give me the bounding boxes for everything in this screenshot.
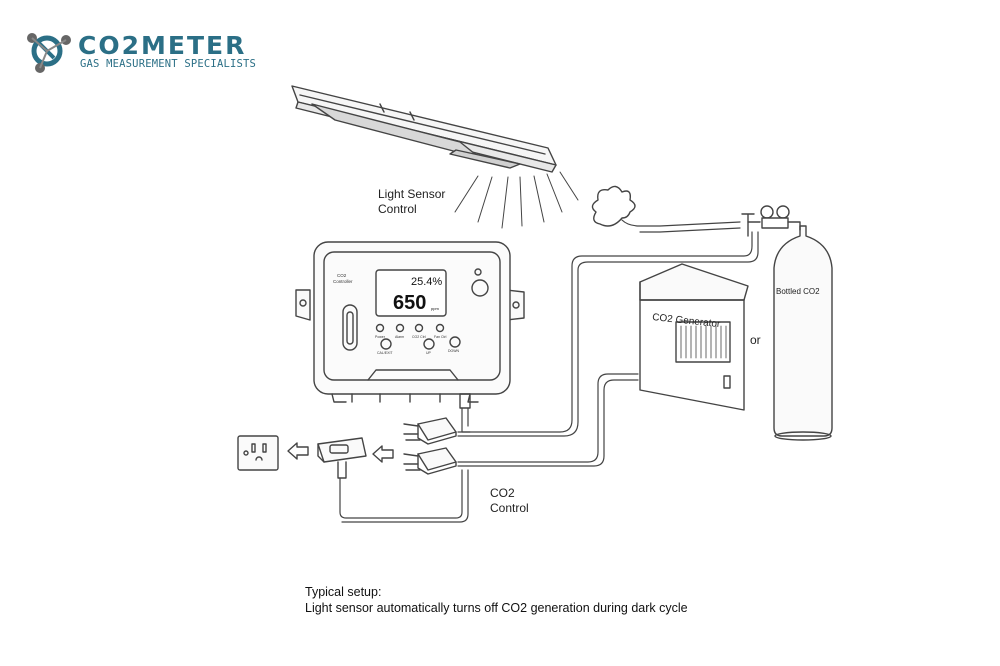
controller-subtitle: Controller [333, 279, 353, 284]
caption: Typical setup: Light sensor automaticall… [305, 584, 688, 616]
plug-co2-control [403, 447, 457, 475]
caption-line1: Typical setup: [305, 585, 382, 599]
wall-outlet-icon [237, 435, 279, 471]
caption-line2: Light sensor automatically turns off CO2… [305, 601, 688, 615]
regulator-icon [741, 205, 801, 237]
co2meter-logo-icon [27, 33, 71, 73]
power-strip [317, 437, 367, 479]
led-label-alarm: Alarm [395, 335, 404, 339]
brand-name: CO2METER [78, 31, 247, 60]
led-label-fan: Fan Ctrl [434, 335, 447, 339]
co2-cylinder-icon [773, 225, 833, 441]
brand-tagline: GAS MEASUREMENT SPECIALISTS [80, 58, 257, 70]
co2-control-label: CO2 Control [490, 486, 529, 516]
bottled-label: Bottled CO2 [776, 287, 820, 296]
arrow-left-1-icon [287, 442, 309, 460]
button-label-up: UP [426, 351, 432, 355]
co2-controller-device [295, 241, 525, 409]
display-readout-main: 650 [393, 292, 426, 314]
light-sensor-label: Light Sensor Control [378, 187, 445, 217]
light-sensor-label-line1: Light Sensor [378, 187, 446, 201]
light-rays [454, 171, 579, 229]
display-unit: ppm [431, 306, 439, 311]
grow-light-icon [291, 85, 557, 173]
or-label: or [750, 333, 761, 347]
display-readout-top: 25.4% [411, 276, 442, 288]
co2-control-label-line2: Control [490, 501, 529, 515]
arrow-left-2-icon [372, 445, 394, 463]
led-label-power: Power [375, 335, 386, 339]
co2-generator-device [639, 263, 749, 411]
button-label-down: DOWN [448, 349, 460, 353]
co2-control-label-line1: CO2 [490, 486, 515, 500]
co2-gas-puff-icon [591, 185, 636, 227]
controller-title: CO2 [337, 273, 347, 278]
light-sensor-label-line2: Control [378, 202, 417, 216]
plug-light-sensor [403, 417, 457, 445]
cables [339, 219, 759, 523]
led-label-co2: CO2 Ctrl [412, 335, 426, 339]
button-label-cal: CAL/EXIT [377, 351, 393, 355]
